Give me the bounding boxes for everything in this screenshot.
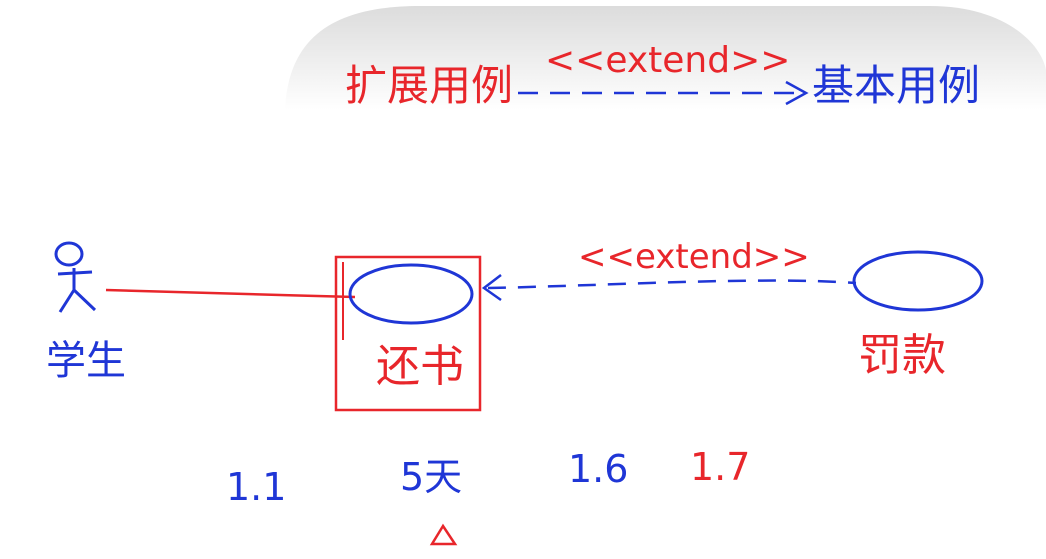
base-usecase-highlight-box: [334, 255, 482, 412]
extend-arrowhead: [481, 274, 502, 302]
note-1: 1.1: [226, 465, 286, 509]
association-line: [105, 288, 356, 299]
note-2: 5天: [400, 455, 462, 499]
note-3: 1.6: [568, 447, 628, 491]
extension-usecase-ellipse: [852, 250, 984, 312]
actor-stick-figure: [54, 241, 97, 313]
header-extend-stereotype: <<extend>>: [545, 40, 790, 81]
header-extension-usecase-label: 扩展用例: [345, 61, 513, 110]
extend-dashed-line: [487, 279, 857, 290]
header-base-usecase-label: 基本用例: [812, 61, 980, 110]
extend-stereotype-label: <<extend>>: [578, 237, 810, 277]
base-usecase-ellipse: [348, 263, 474, 325]
extension-usecase-label: 罚款: [858, 330, 946, 381]
base-usecase-label: 还书: [376, 341, 464, 392]
triangle-mark: [429, 523, 458, 546]
note-4: 1.7: [690, 445, 750, 489]
header-arrowhead: [785, 80, 809, 106]
actor-label: 学生: [46, 338, 126, 384]
header-banner: [285, 6, 1046, 110]
